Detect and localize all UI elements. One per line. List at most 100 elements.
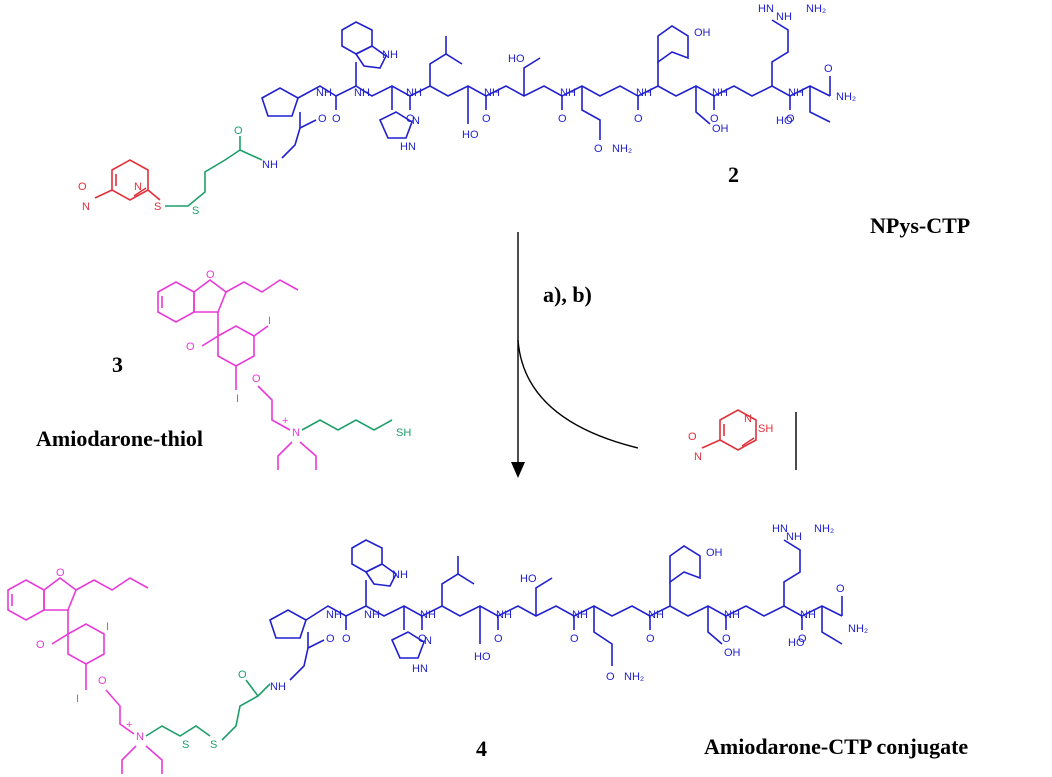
c4-his-hn-label: HN (412, 663, 428, 675)
nitro-n-label: N (82, 201, 90, 213)
linker-2: S O (165, 125, 263, 217)
linker-4: S S O (145, 669, 271, 751)
pyridine-n-label: N (134, 181, 142, 193)
c4-s1-label: S (182, 739, 189, 751)
c4-iodo-2-label: I (76, 693, 79, 705)
n5-label: NH (560, 87, 576, 99)
ammonium-n-label: N (292, 427, 300, 439)
n8-label: NH (788, 87, 804, 99)
iodo-2-label: I (236, 393, 239, 405)
iodo-1-label: I (268, 315, 271, 327)
n1-label: NH (316, 87, 332, 99)
cterm-o-label: O (824, 63, 833, 75)
npys-group: O N N S (78, 159, 161, 213)
c4-o5-label: O (646, 633, 655, 645)
c4-o4-label: O (570, 633, 579, 645)
c4-gln-o-label: O (606, 671, 615, 683)
nh-label: NH (262, 159, 278, 171)
compound-2-number: 2 (728, 162, 739, 187)
n2-label: NH (354, 87, 370, 99)
ser1-ho-label: HO (462, 129, 479, 141)
linker-o-label: O (234, 125, 243, 137)
disulfide-s2-label: S (192, 205, 199, 217)
c4-n6-label: NH (648, 609, 664, 621)
c4-n2-label: NH (364, 609, 380, 621)
compound-3-number: 3 (112, 352, 123, 377)
c4-o6-label: O (722, 633, 731, 645)
c4-nh-label: NH (270, 681, 286, 693)
o4-label: O (558, 113, 567, 125)
compound-4-name: Amiodarone-CTP conjugate (704, 734, 968, 759)
o1-label: O (332, 113, 341, 125)
c4-arg-nh2-label: NH₂ (814, 523, 834, 535)
c4-ser2-ho-label: HO (520, 573, 537, 585)
compound-2-structure: O N N S S O NH O NH NH NH NH NH NH (78, 3, 970, 238)
c4-n4-label: NH (496, 609, 512, 621)
amiodarone-part-4: O O I O I + N (7, 567, 163, 774)
c4-o3-label: O (494, 633, 503, 645)
o2-label: O (406, 113, 415, 125)
ser2-ho-label: HO (508, 53, 525, 65)
bp-sh-label: SH (758, 423, 773, 435)
c4-n8-label: NH (800, 609, 816, 621)
c4-s2-label: S (210, 739, 217, 751)
nitro-o-minus-label: O (78, 181, 87, 193)
arg-nh-label: NH (776, 11, 792, 23)
reagents-label: a), b) (543, 282, 592, 307)
c4-linker-o-label: O (238, 669, 247, 681)
n4-label: NH (484, 87, 500, 99)
peptide-backbone-4: NH O NH NH NH NH NH NH NH NH O O O O O (269, 523, 868, 693)
c4-arg-nh-label: NH (786, 531, 802, 543)
n7-label: NH (712, 87, 728, 99)
arg-nh2-label: NH₂ (806, 3, 826, 15)
n6-label: NH (636, 87, 652, 99)
c4-n3-label: NH (420, 609, 436, 621)
arrow-head (511, 462, 525, 478)
peptide-backbone-2: NH O NH NH NH NH NH NH NH NH O O O O (261, 3, 856, 171)
c4-o2-label: O (418, 633, 427, 645)
disulfide-s1-label: S (154, 201, 161, 213)
his-hn-label: HN (400, 141, 416, 153)
c4-his-n-label: N (424, 635, 432, 647)
n3-label: NH (406, 87, 422, 99)
ser3-oh-label: OH (712, 123, 729, 135)
c4-ketone-o-label: O (36, 639, 45, 651)
c4-trp-nh-label: NH (392, 569, 408, 581)
tyr-oh-label: OH (694, 27, 711, 39)
c4-n7-label: NH (724, 609, 740, 621)
compound-3-structure: O O I O I + N SH 3 Amiodarone-thiol (36, 269, 411, 470)
c4-n5-label: NH (572, 609, 588, 621)
c4-ala-o-label: O (326, 633, 335, 645)
ketone-o-label: O (186, 341, 195, 353)
o7-label: O (786, 113, 795, 125)
byproduct-curve (517, 339, 639, 449)
c4-iodo-1-label: I (106, 621, 109, 633)
compound-4-structure: O O I O I + N S S O NH O (7, 523, 968, 774)
arg-hn-label: HN (758, 3, 774, 15)
c4-ether-o-label: O (98, 675, 107, 687)
c4-arg-hn-label: HN (772, 523, 788, 535)
compound-3-name: Amiodarone-thiol (36, 426, 203, 451)
bp-o-minus-label: O (688, 431, 697, 443)
thr-ho-label: HO (776, 115, 793, 127)
c4-o7-label: O (798, 633, 807, 645)
ala-o-label: O (318, 113, 327, 125)
trp-nh-label: NH (382, 49, 398, 61)
his-n-label: N (412, 115, 420, 127)
o6-label: O (710, 113, 719, 125)
ammonium-plus-label: + (282, 415, 288, 427)
c4-ser1-ho-label: HO (474, 651, 491, 663)
c4-ammonium-n-label: N (136, 731, 144, 743)
bp-pyridine-n-label: N (744, 413, 752, 425)
c4-ammonium-plus-label: + (126, 719, 132, 731)
c4-n1-label: NH (326, 609, 342, 621)
ether-o-label: O (252, 373, 261, 385)
c4-tyr-oh-label: OH (706, 547, 723, 559)
bp-nitro-n-label: N (694, 451, 702, 463)
c4-o1-label: O (342, 633, 351, 645)
gln-o-label: O (594, 143, 603, 155)
c4-benzofuran-o-label: O (56, 567, 65, 579)
c4-thr-ho-label: HO (788, 637, 805, 649)
reaction-arrow: a), b) (511, 232, 639, 478)
